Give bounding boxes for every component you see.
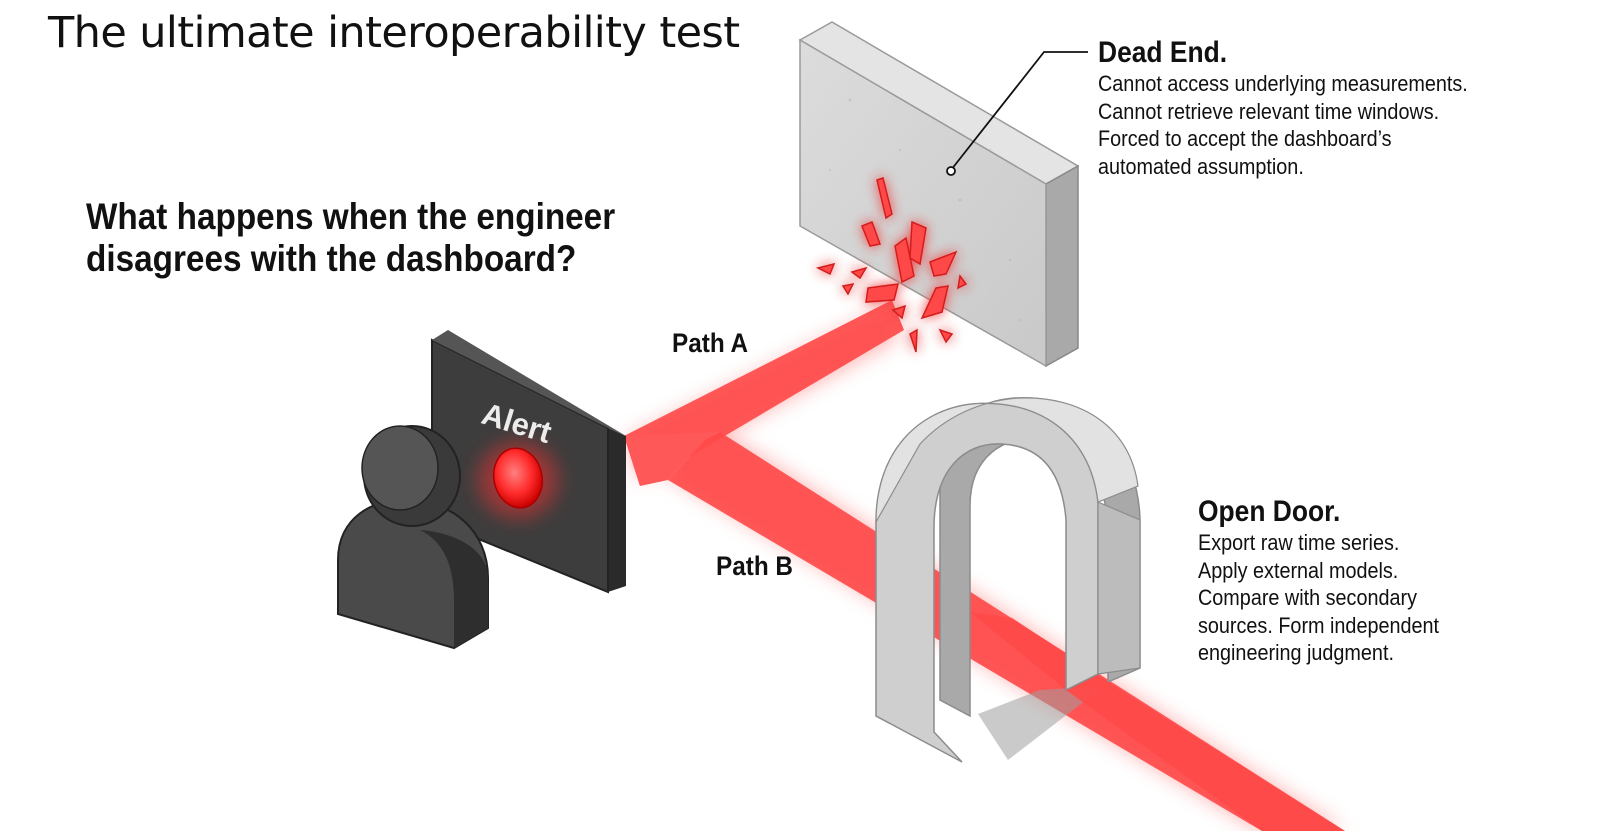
open-door-line: engineering judgment. (1198, 640, 1394, 665)
beam-path-b-exit (1066, 682, 1345, 831)
open-door-callout: Open Door. Export raw time series. Apply… (1198, 495, 1439, 667)
open-door-line: sources. Form independent (1198, 612, 1440, 638)
engineer-figure (337, 425, 489, 650)
open-door-line: Export raw time series. (1198, 530, 1400, 555)
dead-end-leader-line (946, 51, 1088, 176)
open-door-heading: Open Door. (1198, 495, 1341, 528)
dead-end-line: Cannot retrieve relevant time windows. (1098, 98, 1440, 124)
path-b-label: Path B (716, 551, 793, 581)
question-heading: What happens when the engineer disagrees… (86, 196, 662, 280)
beam-junction (624, 432, 720, 486)
dead-end-callout: Dead End. Cannot access underlying measu… (1098, 36, 1468, 180)
wall-impact-cracks (815, 177, 968, 353)
question-line-2: disagrees with the dashboard? (86, 238, 577, 279)
page-title: The ultimate interoperability test (48, 8, 740, 58)
open-door-line: Apply external models. (1198, 557, 1399, 583)
dead-end-line: Forced to accept the dashboard’s (1098, 126, 1392, 151)
dead-end-line: Cannot access underlying measurements. (1098, 71, 1468, 96)
dead-end-line: automated assumption. (1098, 153, 1304, 179)
question-line-1: What happens when the engineer (86, 196, 616, 237)
path-a-label: Path A (672, 328, 749, 358)
concrete-wall (798, 21, 1080, 368)
dead-end-heading: Dead End. (1098, 36, 1228, 69)
alert-led (478, 442, 558, 518)
open-door-line: Compare with secondary (1198, 585, 1418, 610)
open-door-arch (875, 397, 1141, 763)
